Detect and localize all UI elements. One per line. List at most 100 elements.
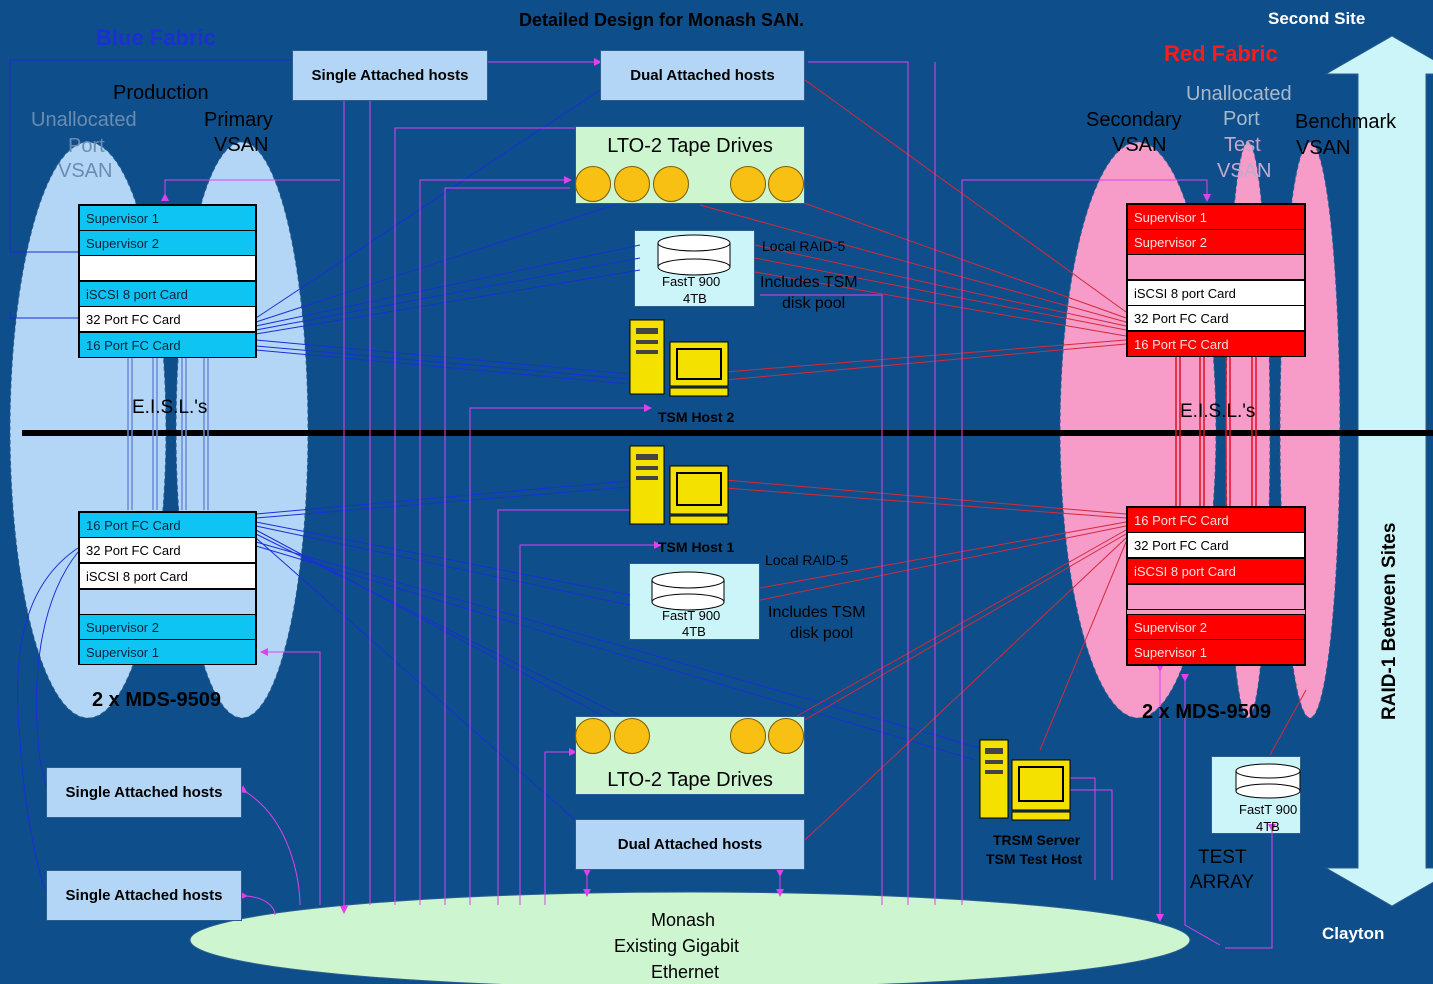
diagram-title: Detailed Design for Monash SAN. <box>519 10 805 30</box>
tape-top-label: LTO-2 Tape Drives <box>607 135 773 157</box>
card-empty-slot <box>1127 254 1305 280</box>
lto2-tape-drives-top[interactable]: LTO-2 Tape Drives <box>575 126 805 204</box>
benchmark-vsan-label: VSAN <box>1296 137 1351 159</box>
card-iscsi[interactable]: iSCSI 8 port Card <box>79 563 256 589</box>
single-attached-hosts-left-1[interactable]: Single Attached hosts <box>46 767 242 818</box>
ethernet-line-1: Monash <box>651 910 716 930</box>
computer-icon <box>629 319 729 397</box>
card-supervisor-2[interactable]: Supervisor 2 <box>79 230 256 256</box>
card-supervisor-2[interactable]: Supervisor 2 <box>1127 614 1305 640</box>
tape-drive-icon <box>575 166 611 202</box>
card-16-port-fc[interactable]: 16 Port FC Card <box>79 512 256 538</box>
tape-drive-icon <box>653 166 689 202</box>
card-iscsi[interactable]: iSCSI 8 port Card <box>1127 280 1305 306</box>
fastt-test-size: 4TB <box>1256 819 1280 834</box>
raid-bot-label-2: Includes TSM <box>768 604 866 621</box>
card-32-port-fc[interactable]: 32 Port FC Card <box>79 537 256 563</box>
card-supervisor-1[interactable]: Supervisor 1 <box>1127 204 1305 230</box>
dual-attached-hosts-top[interactable]: Dual Attached hosts <box>600 50 805 101</box>
ethernet-line-2: Existing Gigabit <box>614 936 740 956</box>
card-16-port-fc[interactable]: 16 Port FC Card <box>1127 507 1305 533</box>
red-fabric-label: Red Fabric <box>1164 41 1278 66</box>
disk-icon <box>1235 763 1301 799</box>
raid-bot-label-1: Local RAID-5 <box>765 552 849 568</box>
tsm-host-1-label: TSM Host 1 <box>658 539 735 555</box>
card-empty-slot <box>79 589 256 615</box>
port-label: Port <box>68 135 105 157</box>
raid-arrow <box>1324 35 1433 907</box>
disk-icon <box>651 571 725 611</box>
card-supervisor-1[interactable]: Supervisor 1 <box>79 639 256 665</box>
computer-icon <box>979 739 1071 821</box>
card-iscsi[interactable]: iSCSI 8 port Card <box>1127 558 1305 584</box>
raid-bot-label-3: disk pool <box>790 625 854 642</box>
dual-attached-hosts-bottom[interactable]: Dual Attached hosts <box>575 819 805 870</box>
computer-icon <box>629 445 729 525</box>
card-16-port-fc[interactable]: 16 Port FC Card <box>1127 331 1305 357</box>
fastt-top-size: 4TB <box>683 291 707 306</box>
tape-drive-icon <box>768 718 804 754</box>
primary-label: Primary <box>204 109 273 131</box>
production-vsan-label: Production <box>113 82 209 104</box>
tape-drive-icon <box>614 718 650 754</box>
tsm-test-host-label: TSM Test Host <box>986 851 1083 867</box>
card-empty-slot <box>79 255 256 281</box>
card-32-port-fc[interactable]: 32 Port FC Card <box>1127 305 1305 331</box>
raid-top-label-2: Includes TSM <box>760 274 858 291</box>
card-supervisor-2[interactable]: Supervisor 2 <box>79 614 256 640</box>
disk-icon <box>657 234 731 276</box>
unallocated-label: Unallocated <box>31 109 137 131</box>
ethernet-ellipse <box>189 891 1191 984</box>
fastt-test-model: FastT 900 <box>1239 802 1298 817</box>
mds-chassis-blue-top: Supervisor 1 Supervisor 2 iSCSI 8 port C… <box>78 204 257 358</box>
lto2-tape-drives-bottom[interactable]: LTO-2 Tape Drives <box>575 716 805 795</box>
eisl-label-red: E.I.S.L.'s <box>1180 401 1256 422</box>
trsm-server-label: TRSM Server <box>993 832 1081 848</box>
fastt-bot-model: FastT 900 <box>662 608 721 623</box>
raid-top-label-3: disk pool <box>782 295 846 312</box>
blue-fabric-label: Blue Fabric <box>96 25 216 50</box>
primary-vsan-label: VSAN <box>214 134 269 156</box>
array-label: ARRAY <box>1190 872 1255 893</box>
tape-drive-icon <box>614 166 650 202</box>
mds-chassis-red-top: Supervisor 1 Supervisor 2 iSCSI 8 port C… <box>1126 203 1306 357</box>
card-32-port-fc[interactable]: 32 Port FC Card <box>1127 532 1305 558</box>
test-label: Test <box>1224 134 1261 156</box>
card-iscsi[interactable]: iSCSI 8 port Card <box>79 281 256 307</box>
ethernet-line-3: Ethernet <box>651 962 720 982</box>
single-attached-hosts-left-2[interactable]: Single Attached hosts <box>46 870 242 921</box>
clayton-label: Clayton <box>1322 924 1385 943</box>
eisl-label-blue: E.I.S.L.'s <box>132 397 208 418</box>
secondary-vsan-label: VSAN <box>1112 134 1167 156</box>
benchmark-label: Benchmark <box>1295 111 1397 133</box>
test-label: TEST <box>1198 847 1247 868</box>
single-attached-hosts-top[interactable]: Single Attached hosts <box>292 50 488 101</box>
tsm-host-2-label: TSM Host 2 <box>658 409 735 425</box>
raid-top-label-1: Local RAID-5 <box>762 238 846 254</box>
tape-drive-icon <box>730 166 766 202</box>
card-supervisor-2[interactable]: Supervisor 2 <box>1127 229 1305 255</box>
card-32-port-fc[interactable]: 32 Port FC Card <box>79 306 256 332</box>
red-port-label: Port <box>1223 108 1260 130</box>
tape-drive-icon <box>730 718 766 754</box>
card-supervisor-1[interactable]: Supervisor 1 <box>1127 639 1305 665</box>
vsan-label: VSAN <box>58 160 113 182</box>
card-16-port-fc[interactable]: 16 Port FC Card <box>79 332 256 358</box>
raid-between-sites-label: RAID-1 Between Sites <box>1379 522 1400 720</box>
mds-chassis-blue-bottom: 16 Port FC Card 32 Port FC Card iSCSI 8 … <box>78 511 257 665</box>
fastt-bot-size: 4TB <box>682 624 706 639</box>
red-unallocated-label: Unallocated <box>1186 83 1292 105</box>
secondary-label: Secondary <box>1086 109 1182 131</box>
card-empty-slot <box>1127 584 1305 610</box>
tape-bottom-label: LTO-2 Tape Drives <box>607 769 773 791</box>
mds-chassis-red-bottom: 16 Port FC Card 32 Port FC Card iSCSI 8 … <box>1126 506 1306 666</box>
card-supervisor-1[interactable]: Supervisor 1 <box>79 205 256 231</box>
tape-drive-icon <box>768 166 804 202</box>
second-site-label: Second Site <box>1268 9 1366 28</box>
mds-label-blue: 2 x MDS-9509 <box>92 689 221 711</box>
mds-label-red: 2 x MDS-9509 <box>1142 701 1271 723</box>
tape-drive-icon <box>575 718 611 754</box>
test-vsan-label: VSAN <box>1217 160 1272 182</box>
fastt-top-model: FastT 900 <box>662 274 721 289</box>
